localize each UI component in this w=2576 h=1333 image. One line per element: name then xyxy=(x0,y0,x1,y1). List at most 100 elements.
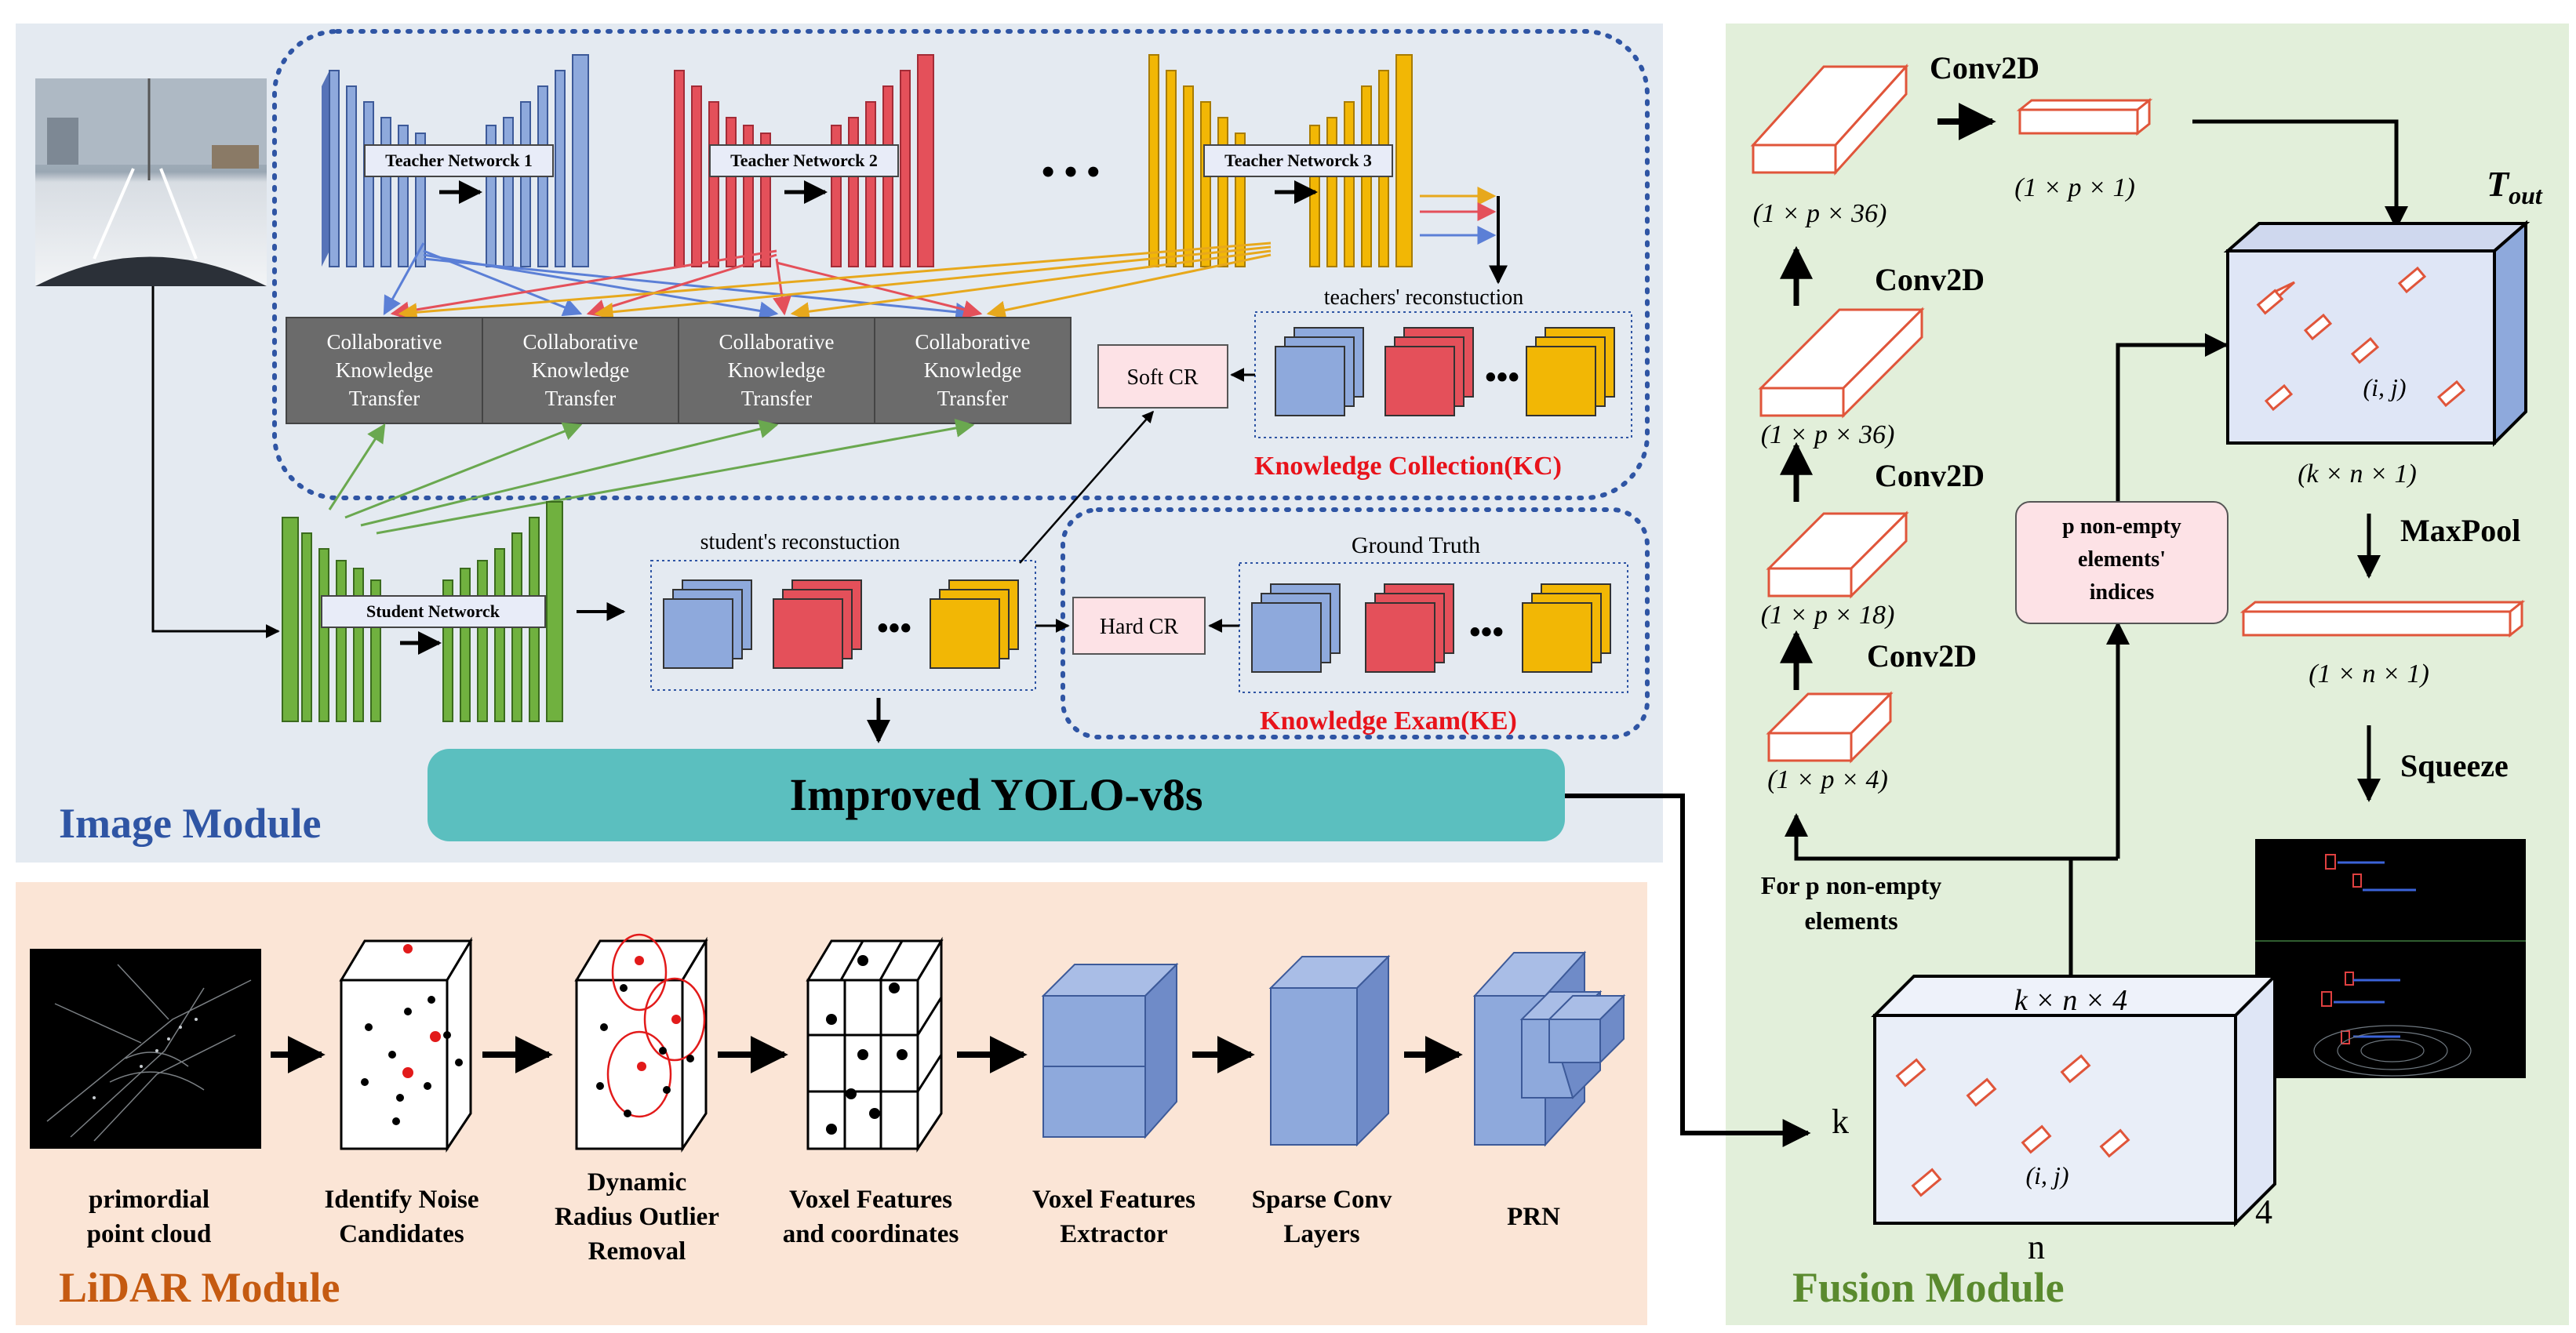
dim-1p1: (1 × p × 1) xyxy=(2014,173,2135,202)
dim-1p36-mid: (1 × p × 36) xyxy=(1761,420,1895,449)
lidar-step-3-line-0: Voxel Features xyxy=(789,1186,952,1214)
students-recon-tiles: ••• xyxy=(663,579,1019,669)
tensor-ij: (i, j) xyxy=(2025,1161,2068,1190)
ckt-line-2: Knowledge xyxy=(924,358,1021,382)
dim-kn1: (k × n × 1) xyxy=(2298,459,2417,489)
ground-truth-tiles: ••• xyxy=(1251,583,1611,673)
recon-to-softcr-line xyxy=(1019,410,1154,564)
ckt-line-3: Transfer xyxy=(741,387,813,410)
for-p-line-2: elements xyxy=(1804,906,1897,935)
fusion-module-title: Fusion Module xyxy=(1792,1264,2065,1311)
ckt-line-2: Knowledge xyxy=(728,358,825,382)
tout-sub: out xyxy=(2509,181,2543,209)
lidar-step-2-line-1: Radius Outlier xyxy=(555,1203,719,1231)
students-recon-box xyxy=(650,560,1036,691)
students-recon-label: student's reconstuction xyxy=(700,530,901,554)
for-p-line-1: For p non-empty xyxy=(1761,871,1942,899)
conv2d-label-2: Conv2D xyxy=(1875,262,1985,297)
ckt-line-1: Collaborative xyxy=(719,330,835,354)
tensor-n: n xyxy=(2028,1228,2045,1266)
teachers-recon-label: teachers' reconstuction xyxy=(1324,285,1524,310)
lidar-step-3-line-1: and coordinates xyxy=(783,1220,959,1248)
dim-1p36-top: (1 × p × 36) xyxy=(1753,199,1887,228)
dim-1p4: (1 × p × 4) xyxy=(1767,765,1888,794)
lidar-step-labels: primordial point cloud Identify Noise Ca… xyxy=(87,1168,1560,1266)
input-camera-image xyxy=(35,78,267,286)
yolo-box xyxy=(428,749,1565,841)
lidar-step-0-line-0: primordial xyxy=(89,1186,209,1214)
teacher-network-3: Teacher Networck 3 xyxy=(1148,54,1413,267)
soft-cr-box: Soft CR xyxy=(1097,344,1228,409)
pne-line-3: indices xyxy=(2090,580,2155,605)
tensor-4: 4 xyxy=(2255,1193,2272,1231)
tout-label: Tout xyxy=(2487,164,2543,209)
lidar-step-5-line-1: Layers xyxy=(1283,1220,1359,1248)
lidar-step-4-line-1: Extractor xyxy=(1060,1220,1167,1248)
teacher-network-1: Teacher Networck 1 xyxy=(322,54,589,267)
ke-region xyxy=(1061,507,1650,739)
student-network: Student Networck xyxy=(282,501,563,722)
kc-region xyxy=(272,29,1650,500)
prn-block xyxy=(1472,950,1626,1147)
ckt-line-2: Knowledge xyxy=(336,358,433,382)
yolo-to-fusion-arrow xyxy=(1565,794,1811,1147)
lidar-module-title: LiDAR Module xyxy=(59,1264,340,1311)
svg-text:•••: ••• xyxy=(877,611,911,647)
teacher-label-3: Teacher Networck 3 xyxy=(1224,151,1372,170)
ckt-box-1: Collaborative Knowledge Transfer xyxy=(286,317,483,424)
ckt-box-2: Collaborative Knowledge Transfer xyxy=(482,317,679,424)
plate-1p4 xyxy=(1766,691,1894,764)
detection-output-image xyxy=(2255,839,2526,1078)
ground-truth-box xyxy=(1239,562,1628,693)
voxel-grid-box xyxy=(806,936,944,1153)
plate-1p36-mid xyxy=(1758,307,1925,419)
ckt-line-1: Collaborative xyxy=(915,330,1031,354)
pne-line-1: p non-empty xyxy=(2062,514,2181,539)
pne-line-2: elements' xyxy=(2078,547,2166,572)
fusion-input-tensor xyxy=(1871,972,2279,1227)
teachers-recon-tiles: ••• xyxy=(1275,327,1615,416)
ckt-line-3: Transfer xyxy=(349,387,420,410)
kc-label: Knowledge Collection(KC) xyxy=(1254,452,1562,481)
plate-1p1 xyxy=(2016,97,2153,136)
ckt-box-3: Collaborative Knowledge Transfer xyxy=(678,317,875,424)
ke-label: Knowledge Exam(KE) xyxy=(1260,706,1517,736)
svg-text:•••: ••• xyxy=(1469,615,1504,651)
tout-base: T xyxy=(2487,164,2510,204)
indices-to-tout-arrow xyxy=(2116,333,2229,518)
lidar-step-1-line-0: Identify Noise xyxy=(324,1186,478,1214)
plate-1p18 xyxy=(1766,510,1909,599)
conv2d-label-top: Conv2D xyxy=(1930,50,2039,85)
hard-cr-box: Hard CR xyxy=(1072,597,1206,655)
lidar-step-2-line-2: Removal xyxy=(588,1237,686,1266)
teachers-ellipsis: • • • xyxy=(1042,151,1100,193)
ckt-line-1: Collaborative xyxy=(523,330,639,354)
point-cloud-image xyxy=(30,949,261,1149)
fusion-branch-lines xyxy=(1785,813,2073,976)
tout-tensor xyxy=(2223,220,2531,447)
tensor-k: k xyxy=(1832,1102,1849,1141)
ckt-box-4: Collaborative Knowledge Transfer xyxy=(874,317,1072,424)
tout-ij: (i, j) xyxy=(2363,373,2406,401)
lidar-step-1-line-1: Candidates xyxy=(339,1220,464,1248)
plate-1n1 xyxy=(2239,599,2526,638)
ckt-line-1: Collaborative xyxy=(327,330,442,354)
teacher-network-2: Teacher Networck 2 xyxy=(674,54,934,267)
sparse-conv-block xyxy=(1268,954,1391,1147)
conv2d-label-3: Conv2D xyxy=(1875,458,1985,493)
student-label: Student Networck xyxy=(366,601,500,621)
noise-candidates-box xyxy=(339,936,473,1153)
plate-1p36-top xyxy=(1750,64,1909,176)
yolo-label: Improved YOLO-v8s xyxy=(790,769,1203,820)
dim-1n1: (1 × n × 1) xyxy=(2309,659,2429,688)
lidar-step-6-line-0: PRN xyxy=(1507,1203,1560,1231)
image-module-title: Image Module xyxy=(59,800,321,847)
dim-1p18: (1 × p × 18) xyxy=(1761,601,1895,630)
voxel-extractor-block xyxy=(1041,962,1179,1139)
hard-cr-label: Hard CR xyxy=(1100,615,1179,639)
lidar-step-0-line-1: point cloud xyxy=(87,1220,212,1248)
conv2d-label-4: Conv2D xyxy=(1867,638,1977,674)
teacher-label-2: Teacher Networck 2 xyxy=(730,151,878,170)
fusion-arrow-to-tout xyxy=(2192,119,2408,230)
